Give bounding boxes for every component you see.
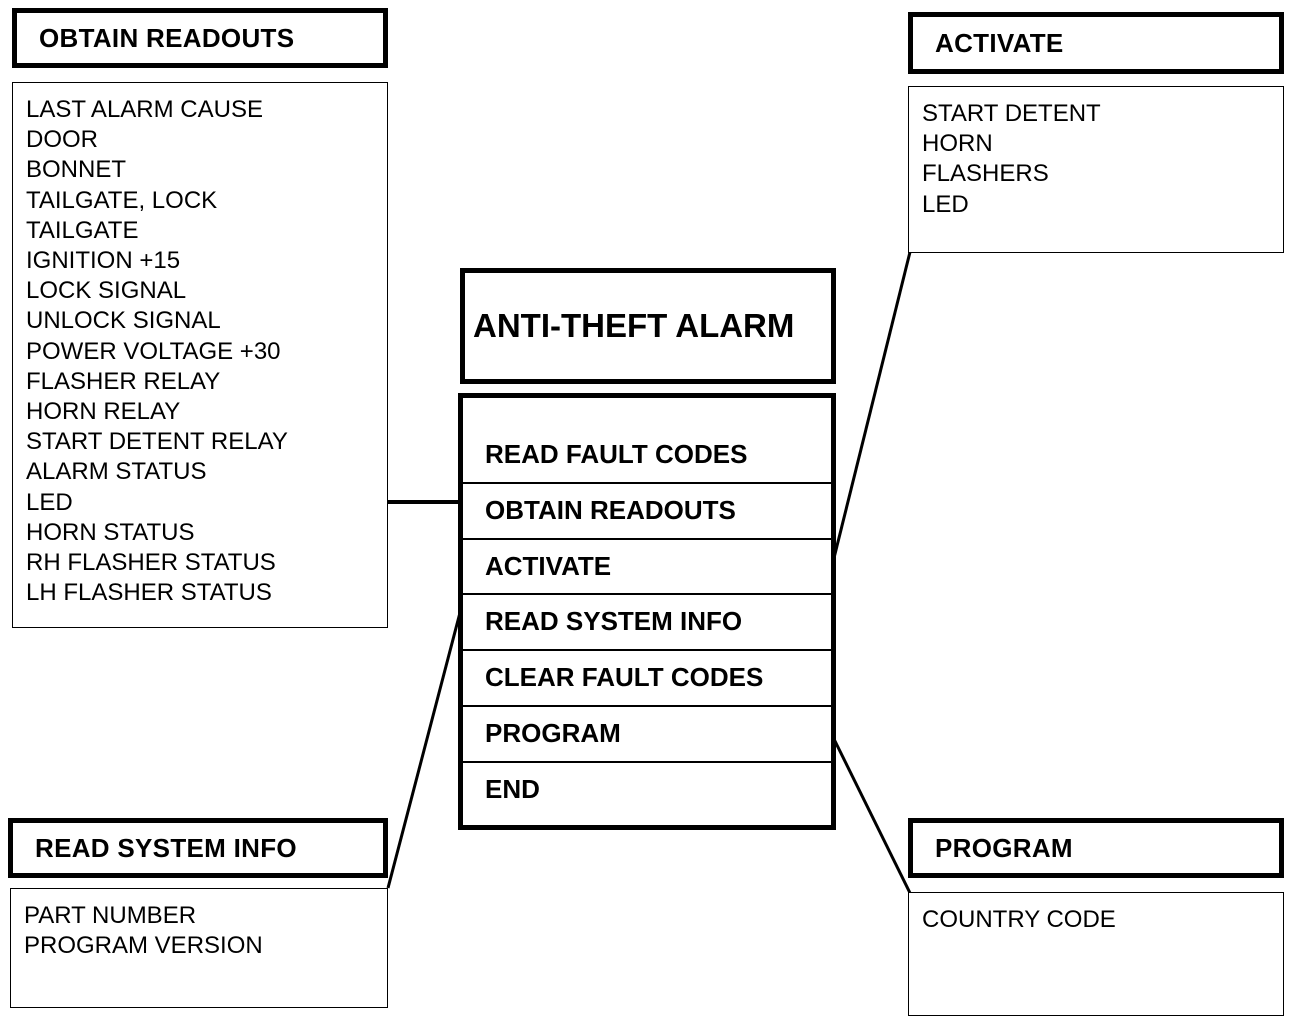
obtain-readouts-item: DOOR — [26, 126, 98, 154]
read-system-info-item: PROGRAM VERSION — [24, 932, 263, 960]
read-system-info-item: PART NUMBER — [24, 902, 197, 929]
obtain-readouts-title-box: OBTAIN READOUTS — [12, 8, 388, 68]
program-item: COUNTRY CODE — [922, 906, 1116, 933]
activate-item: START DETENT — [922, 100, 1101, 127]
obtain-readouts-item: TAILGATE — [26, 216, 139, 244]
obtain-readouts-item: LAST ALARM CAUSE — [26, 96, 263, 123]
read-system-info-title: READ SYSTEM INFO — [35, 832, 297, 863]
menu-item-obtain-readouts[interactable]: OBTAIN READOUTS — [463, 484, 831, 540]
obtain-readouts-item: RH FLASHER STATUS — [26, 549, 276, 577]
obtain-readouts-item: BONNET — [26, 156, 127, 184]
menu-item-read-fault-codes[interactable]: READ FAULT CODES — [463, 428, 831, 484]
activate-item: HORN — [922, 130, 993, 158]
obtain-readouts-item: START DETENT RELAY — [26, 428, 288, 456]
read-system-info-title-box: READ SYSTEM INFO — [8, 818, 388, 878]
obtain-readouts-item: LOCK SIGNAL — [26, 277, 187, 305]
program-title: PROGRAM — [935, 832, 1073, 863]
main-title: ANTI-THEFT ALARM — [473, 307, 795, 344]
obtain-readouts-item: IGNITION +15 — [26, 247, 181, 275]
activate-item: FLASHERS — [922, 160, 1049, 188]
activate-title-box: ACTIVATE — [908, 12, 1284, 74]
obtain-readouts-item: POWER VOLTAGE +30 — [26, 337, 281, 365]
connector-activate — [830, 251, 912, 567]
obtain-readouts-item: ALARM STATUS — [26, 458, 207, 486]
connector-read-system-info — [386, 604, 464, 889]
program-list: COUNTRY CODE — [908, 892, 1284, 1016]
connector-program — [830, 734, 912, 894]
activate-item: LED — [922, 190, 969, 218]
activate-title: ACTIVATE — [935, 27, 1064, 58]
obtain-readouts-item: LH FLASHER STATUS — [26, 579, 272, 607]
menu-item-program[interactable]: PROGRAM — [463, 707, 831, 763]
obtain-readouts-item: UNLOCK SIGNAL — [26, 307, 221, 335]
obtain-readouts-item: HORN STATUS — [26, 518, 195, 546]
obtain-readouts-item: LED — [26, 488, 73, 516]
menu-item-activate[interactable]: ACTIVATE — [463, 540, 831, 596]
menu-item-end[interactable]: END — [485, 773, 540, 804]
program-title-box: PROGRAM — [908, 818, 1284, 878]
obtain-readouts-item: HORN RELAY — [26, 398, 181, 426]
menu-item-clear-fault-codes[interactable]: CLEAR FAULT CODES — [463, 651, 831, 707]
obtain-readouts-item: TAILGATE, LOCK — [26, 186, 218, 214]
obtain-readouts-title: OBTAIN READOUTS — [39, 22, 295, 53]
obtain-readouts-item: FLASHER RELAY — [26, 367, 221, 395]
read-system-info-list: PART NUMBER PROGRAM VERSION — [10, 888, 388, 1008]
main-title-box: ANTI-THEFT ALARM — [460, 268, 836, 384]
menu-item-read-system-info[interactable]: READ SYSTEM INFO — [463, 595, 831, 652]
